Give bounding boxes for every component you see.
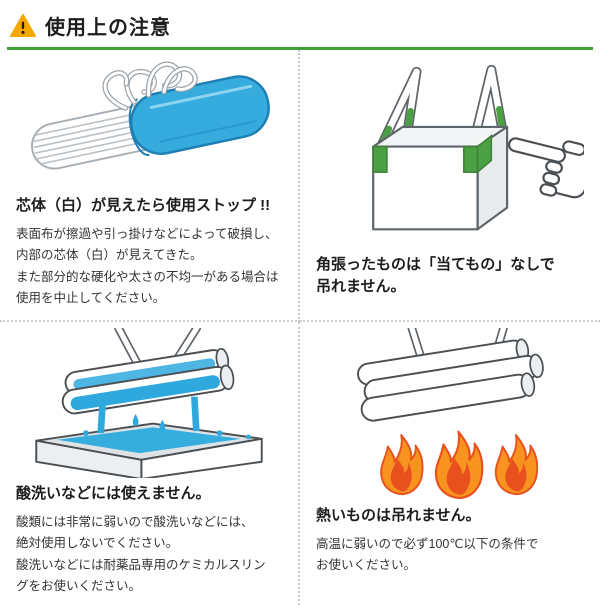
page-title: 使用上の注意 [45, 17, 171, 39]
pointing-hand-icon [507, 137, 584, 199]
hot-load-illustration [316, 328, 584, 500]
section-core-exposed: 芯体（白）が見えたら使用ストップ !! 表面布が擦過や引っ掛けなどによって破損し… [0, 50, 300, 322]
section-acid-washing: 酸洗いなどには使えません。 酸類には非常に弱いので酸洗いなどには、 絶対使用しな… [0, 322, 300, 605]
section-hot-load: 熱いものは吊れません。 高温に弱いので必ず100℃以下の条件で お使いください。 [300, 322, 600, 605]
section-body: 高温に弱いので必ず100℃以下の条件で お使いください。 [316, 536, 539, 573]
section-title: 角張ったものは「当てもの」なしで 吊れません。 [316, 256, 555, 295]
acid-bath-illustration [16, 328, 282, 478]
notice-grid: 芯体（白）が見えたら使用ストップ !! 表面布が擦過や引っ掛けなどによって破損し… [0, 50, 600, 605]
green-rule [7, 47, 593, 50]
section-body: 表面布が擦過や引っ掛けなどによって破損し、 内部の芯体（白）が見えてきた。 また… [16, 226, 279, 306]
flame-icons [380, 430, 539, 500]
warning-icon [10, 14, 36, 37]
section-title: 熱いものは吊れません。 [316, 507, 481, 524]
sling-core-exposed-illustration [16, 56, 282, 190]
section-body: 酸類には非常に弱いので酸洗いなどには、 絶対使用しないでください。 酸洗いなどに… [16, 514, 266, 594]
container-bag-illustration [316, 56, 584, 249]
page-header: 使用上の注意 [0, 0, 600, 47]
section-angular-load: 角張ったものは「当てもの」なしで 吊れません。 [300, 50, 600, 322]
section-title: 酸洗いなどには使えません。 [16, 485, 211, 502]
section-title: 芯体（白）が見えたら使用ストップ !! [16, 197, 271, 214]
